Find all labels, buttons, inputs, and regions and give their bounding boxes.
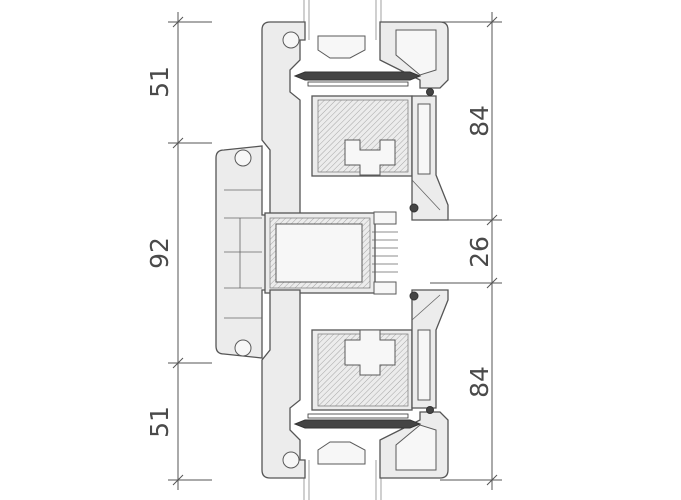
bottom-sash-profile: [261, 289, 449, 479]
top-sash-profile: [261, 21, 449, 221]
dim-right-bottom: 84: [465, 366, 494, 398]
dimension-lines-left: [168, 12, 212, 490]
dim-left-middle: 92: [145, 237, 174, 269]
dim-right-top: 84: [465, 105, 494, 137]
dim-left-top: 51: [145, 66, 174, 98]
thermal-fins: [372, 211, 398, 295]
dim-left-bottom: 51: [145, 406, 174, 438]
dim-right-middle: 26: [465, 236, 494, 268]
center-mullion-profile: [215, 145, 398, 359]
